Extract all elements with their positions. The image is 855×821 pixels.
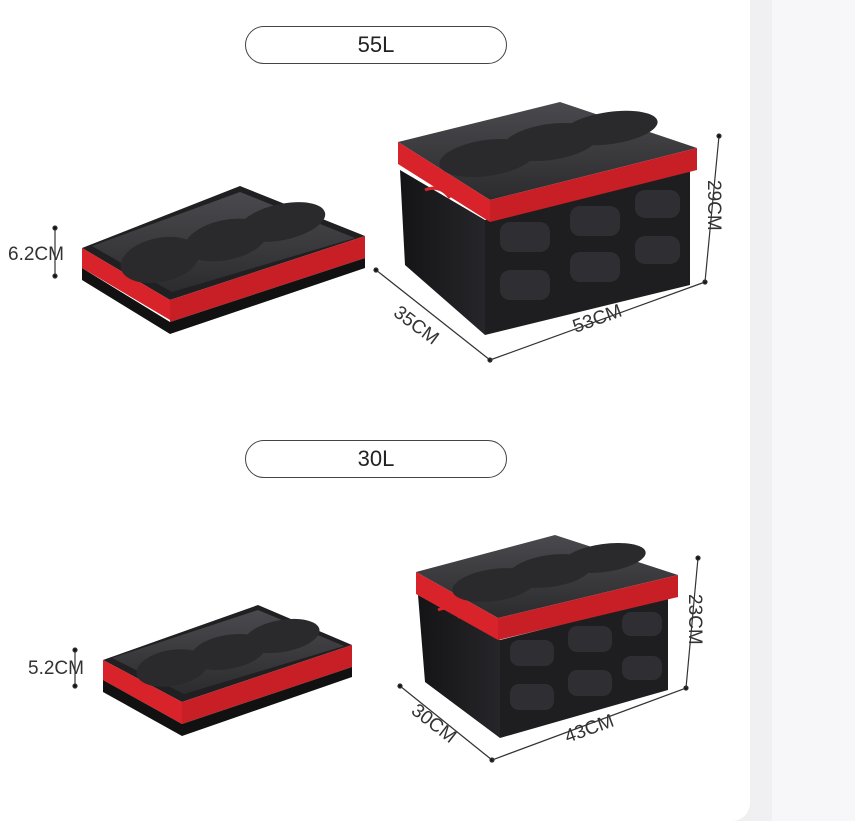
folded-crate-image bbox=[82, 186, 365, 334]
capacity-text: 55L bbox=[357, 32, 395, 57]
open-crate-image bbox=[398, 102, 697, 335]
open-crate-image bbox=[416, 535, 678, 738]
dimension-lines-2 bbox=[72, 555, 701, 763]
right-gutter bbox=[772, 0, 855, 821]
height-label: 23CM bbox=[684, 594, 705, 645]
height-label: 29CM bbox=[703, 180, 724, 231]
folded-height-label: 5.2CM bbox=[28, 658, 84, 679]
capacity-label-30: 30L bbox=[245, 440, 507, 478]
capacity-label-55: 55L bbox=[245, 26, 507, 64]
capacity-text: 30L bbox=[357, 446, 395, 471]
dimension-lines-1 bbox=[52, 133, 722, 363]
folded-crate-image bbox=[103, 605, 352, 736]
folded-height-label: 6.2CM bbox=[8, 244, 64, 265]
